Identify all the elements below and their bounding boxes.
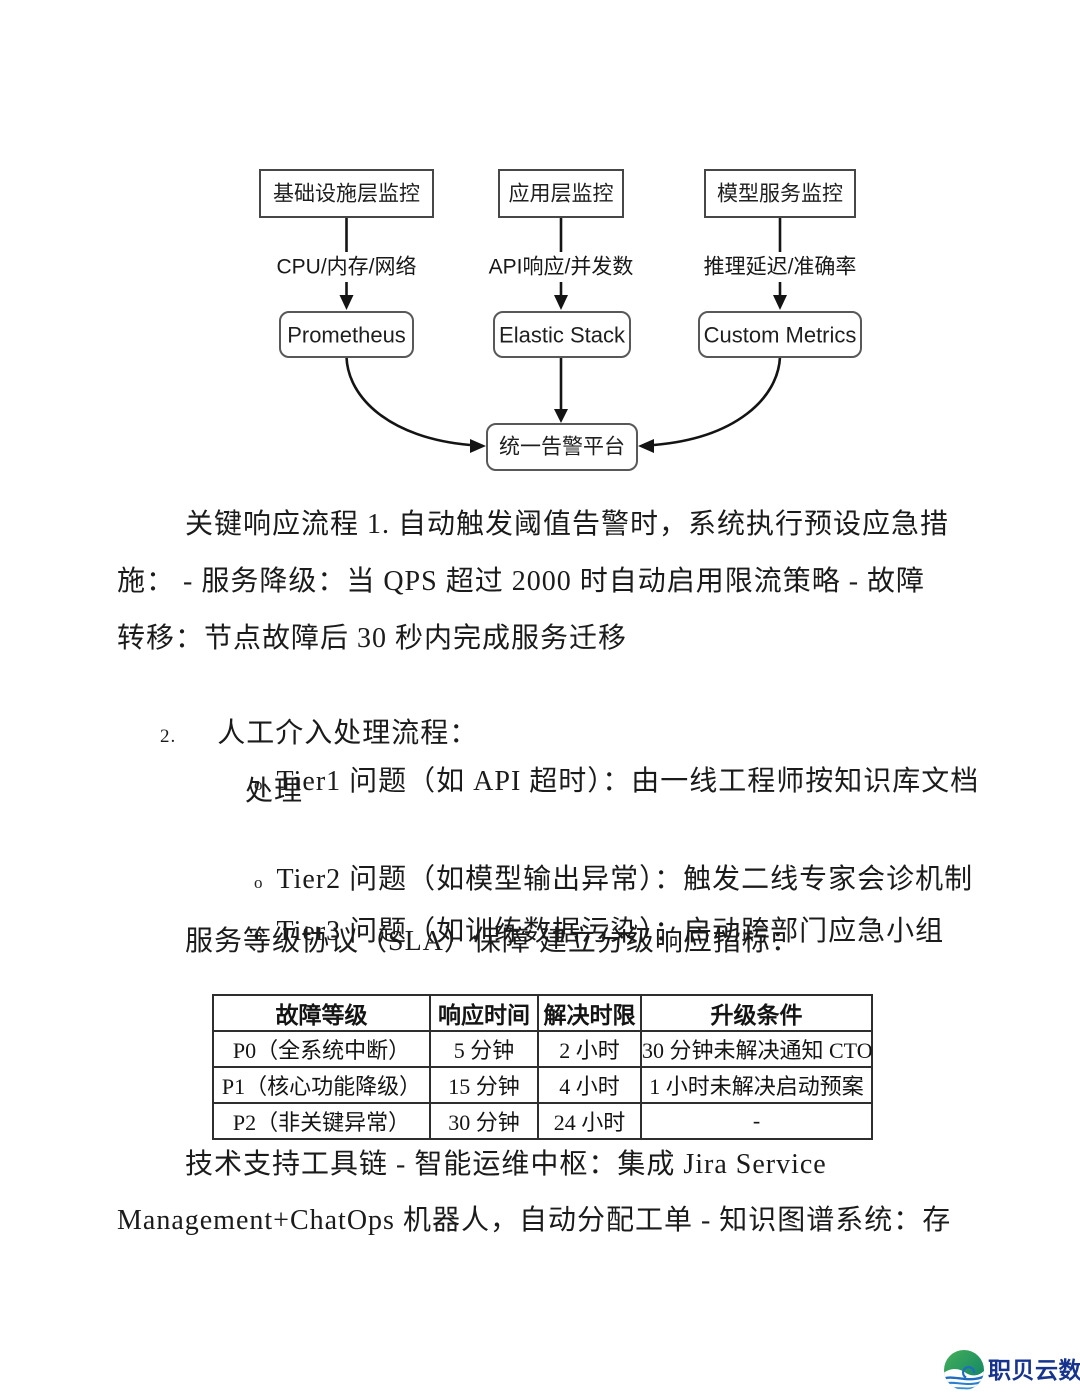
edge-label-bg (696, 252, 864, 282)
cell-resolve-limit: 2 小时 (537, 1030, 642, 1068)
table-header-row: 故障等级 响应时间 解决时限 升级条件 (212, 994, 873, 1032)
table-row: P0（全系统中断） 5 分钟 2 小时 30 分钟未解决通知 CTO (212, 1030, 873, 1068)
arrowhead-icon (554, 295, 568, 310)
node-elastic-stack-label: Elastic Stack (499, 323, 626, 348)
cell-escalation: 1 小时未解决启动预案 (640, 1066, 873, 1104)
table-row: P1（核心功能降级） 15 分钟 4 小时 1 小时未解决启动预案 (212, 1066, 873, 1104)
node-model-label: 模型服务监控 (717, 183, 843, 206)
node-prometheus-label: Prometheus (287, 323, 406, 348)
arrow-custom-alert (653, 356, 782, 447)
paragraph-line: 转移：节点故障后 30 秒内完成服务迁移 (117, 623, 628, 654)
col-header-resolve-limit: 解决时限 (537, 994, 642, 1032)
bullet-item-tier1-wrap: 处理 (245, 776, 304, 807)
sla-table: 故障等级 响应时间 解决时限 升级条件 P0（全系统中断） 5 分钟 2 小时 … (212, 994, 873, 1140)
col-header-response-time: 响应时间 (429, 994, 539, 1032)
tier3-text: Tier3 问题（如训练数据污染）：启动跨部门应急小组 (276, 916, 945, 947)
col-header-escalation: 升级条件 (640, 994, 873, 1032)
sla-heading: 服务等级协议（SLA）保障 建立分级响应指标： (185, 926, 800, 957)
list-number: 2. (160, 726, 177, 747)
monitoring-flowchart: CPU/内存/网络 API响应/并发数 推理延迟/准确率 基础设施层监控 应用层… (259, 169, 864, 471)
paragraph-line: 关键响应流程 1. 自动触发阈值告警时，系统执行预设应急措 (185, 509, 950, 540)
logo-mark-icon (944, 1350, 984, 1390)
node-model-monitoring (704, 169, 856, 218)
node-elastic-stack (493, 311, 631, 358)
paragraph-line: 施： - 服务降级：当 QPS 超过 2000 时自动启用限流策略 - 故障 (117, 566, 926, 597)
bullet-marker: o (254, 775, 264, 794)
list-item-2: 2. 人工介入处理流程： (128, 674, 478, 749)
cell-escalation: - (640, 1102, 873, 1140)
arrowhead-icon (638, 439, 654, 453)
node-alert-platform-label: 统一告警平台 (499, 436, 625, 459)
node-custom-metrics-label: Custom Metrics (704, 323, 857, 348)
cell-response-time: 30 分钟 (429, 1102, 539, 1140)
arrowhead-icon (339, 295, 354, 310)
edge-label-model: 推理延迟/准确率 (704, 256, 857, 279)
tier2-text: Tier2 问题（如模型输出异常）：触发二线专家会诊机制 (276, 864, 974, 895)
node-infra-monitoring (259, 169, 434, 218)
cell-resolve-limit: 4 小时 (537, 1066, 642, 1104)
node-app-label: 应用层监控 (509, 183, 614, 206)
bullet-marker: o (254, 873, 264, 892)
list-item-2-title: 人工介入处理流程： (217, 718, 479, 749)
bullet-item-tier2: o Tier2 问题（如模型输出异常）：触发二线专家会诊机制 (222, 820, 973, 895)
edge-label-infra: CPU/内存/网络 (276, 256, 416, 279)
col-header-severity: 故障等级 (212, 994, 431, 1032)
bullet-item-tier1: o Tier1 问题（如 API 超时）：由一线工程师按知识库文档 (222, 722, 979, 797)
node-prometheus (279, 311, 414, 358)
cell-response-time: 15 分钟 (429, 1066, 539, 1104)
cell-severity: P1（核心功能降级） (212, 1066, 431, 1104)
cell-resolve-limit: 24 小时 (537, 1102, 642, 1140)
arrowhead-icon (773, 295, 787, 310)
arrowhead-icon (470, 439, 486, 453)
edge-label-app: API响应/并发数 (489, 256, 634, 279)
paragraph-line: 技术支持工具链 - 智能运维中枢：集成 Jira Service (185, 1149, 827, 1180)
node-custom-metrics (698, 311, 862, 358)
cell-severity: P2（非关键异常） (212, 1102, 431, 1140)
edge-label-bg (272, 252, 421, 282)
node-app-monitoring (498, 169, 624, 218)
arrowhead-icon (554, 409, 568, 423)
logo: 职贝云数 (944, 1350, 1080, 1390)
arrow-prometheus-alert (345, 356, 471, 447)
cell-severity: P0（全系统中断） (212, 1030, 431, 1068)
logo-text: 职贝云数 (988, 1357, 1080, 1383)
cell-response-time: 5 分钟 (429, 1030, 539, 1068)
edge-label-bg (482, 252, 640, 282)
tier1-text: Tier1 问题（如 API 超时）：由一线工程师按知识库文档 (276, 766, 980, 797)
bullet-marker: o (254, 925, 264, 944)
node-infra-label: 基础设施层监控 (273, 183, 420, 206)
paragraph-line: Management+ChatOps 机器人，自动分配工单 - 知识图谱系统：存 (117, 1205, 952, 1236)
node-alert-platform (486, 423, 638, 471)
cell-escalation: 30 分钟未解决通知 CTO (640, 1030, 873, 1068)
table-row: P2（非关键异常） 30 分钟 24 小时 - (212, 1102, 873, 1140)
